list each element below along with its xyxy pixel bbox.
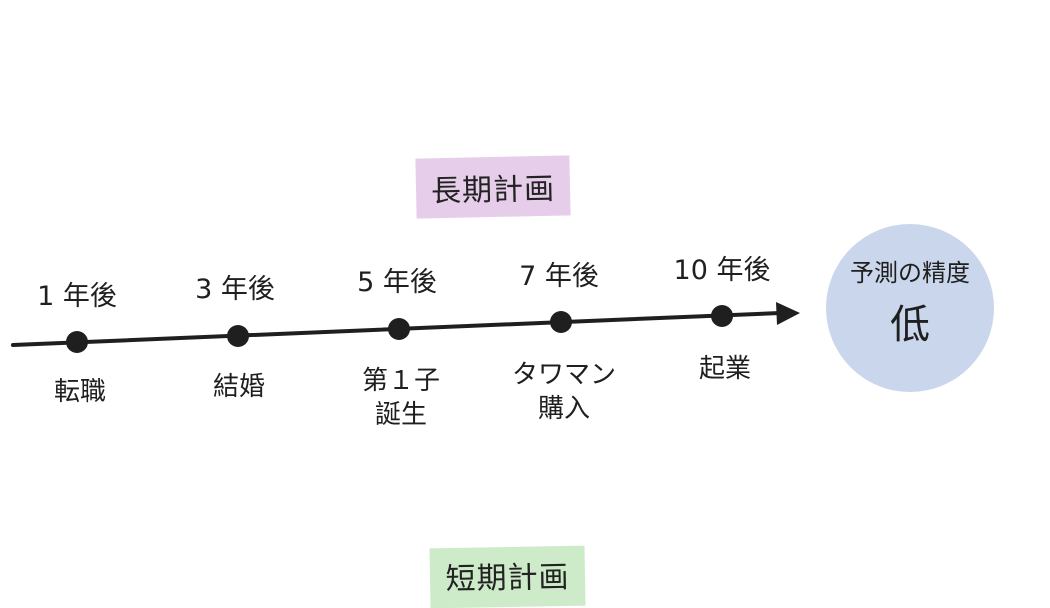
accuracy-value: 低: [890, 301, 930, 348]
accuracy-title: 予測の精度: [850, 258, 970, 287]
timeline-dot: [388, 318, 410, 340]
timeline-dot: [711, 305, 733, 327]
timeline-dot: [550, 311, 572, 333]
arrow-head-icon: [776, 302, 800, 325]
year-label: 3 年後: [195, 274, 275, 305]
year-label: 5 年後: [357, 267, 437, 298]
timeline-dot: [227, 325, 249, 347]
short-term-plan-label: 短期計画: [429, 545, 586, 608]
event-label: 第１子 誕生: [361, 366, 441, 430]
event-label: 起業: [698, 354, 752, 384]
event-label: 転職: [53, 377, 107, 407]
year-label: 1 年後: [37, 281, 117, 312]
year-label: 10 年後: [673, 255, 771, 286]
year-label: 7 年後: [519, 261, 599, 292]
event-label: タワマン 購入: [511, 360, 617, 424]
timeline-dot: [66, 331, 88, 353]
timeline-arrow: [11, 302, 800, 353]
event-label: 結婚: [212, 372, 266, 402]
accuracy-indicator: 予測の精度 低: [826, 224, 994, 392]
